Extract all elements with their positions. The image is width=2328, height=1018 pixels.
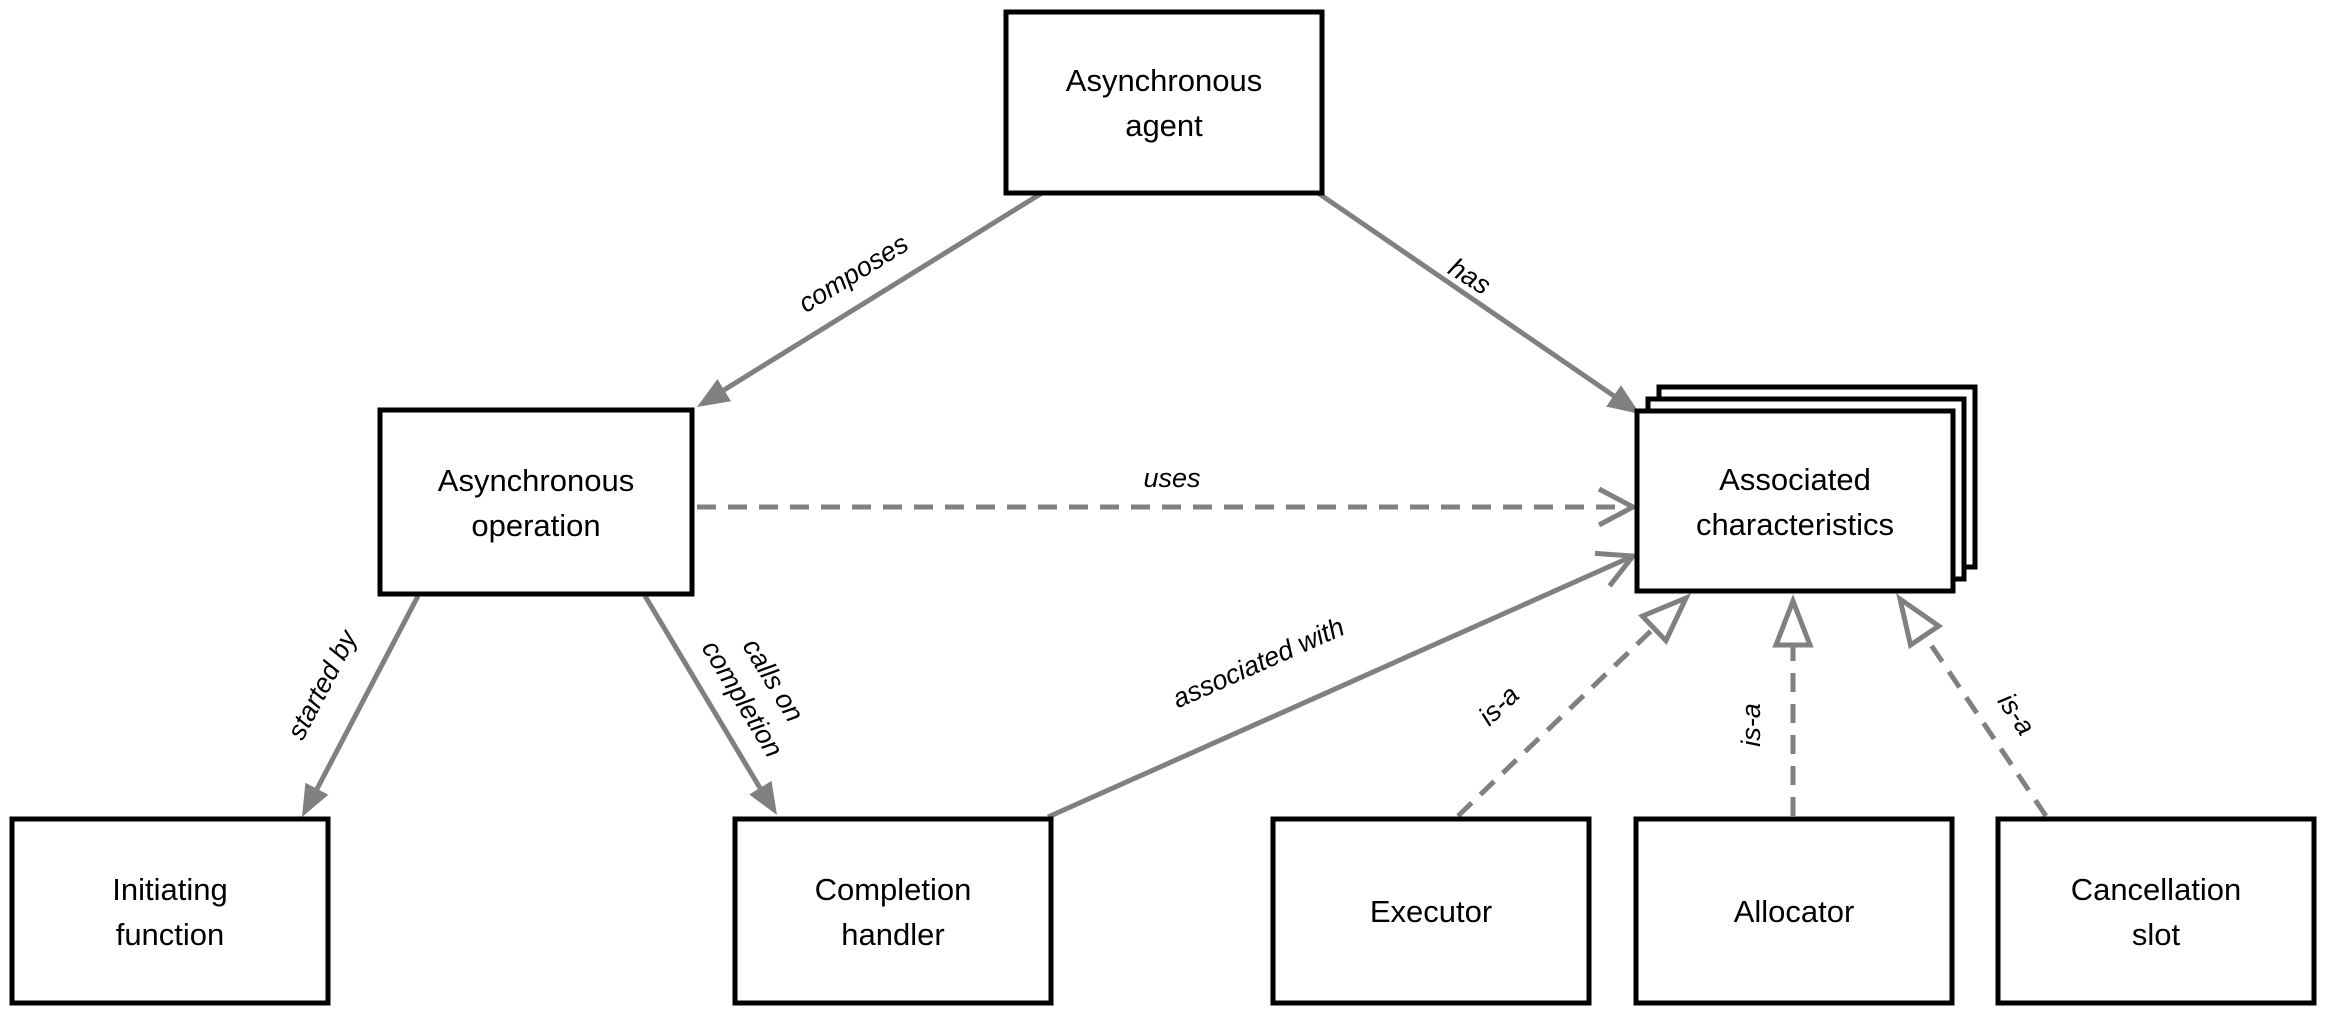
has-label: has: [1443, 252, 1496, 301]
edge-associated-with: associated with: [1046, 550, 1638, 820]
has-arrowhead-icon: [1606, 385, 1640, 414]
asynchronous-operation-label-line1: Asynchronous: [438, 463, 634, 498]
associated-with-line: [1046, 553, 1635, 820]
has-line: [1316, 190, 1616, 399]
allocator-box: [1633, 816, 1955, 1006]
uses-arrowhead-icon: [1597, 486, 1639, 528]
completion-handler-label-line2: handler: [841, 917, 944, 952]
is-a-allocator-arrowhead-icon: [1772, 594, 1814, 648]
edge-is-a-allocator: is-a: [1736, 594, 1814, 816]
associated-with-arrowhead-icon: [1594, 550, 1638, 588]
started-by-line: [314, 594, 421, 791]
calls-on-completion-label: calls on completion: [696, 633, 810, 762]
executor-box: [1270, 816, 1592, 1006]
initiating-function-box: [9, 816, 331, 1006]
edge-started-by: started by: [281, 594, 421, 817]
cancellation-slot-box: [1995, 816, 2317, 1006]
calls-on-completion-arrowhead-icon: [749, 780, 777, 815]
node-cancellation-slot: Cancellation slot: [1995, 816, 2317, 1006]
edge-is-a-cancellation: is-a: [1896, 593, 2049, 818]
associated-characteristics-label-line2: characteristics: [1696, 507, 1894, 542]
associated-characteristics-label-line1: Associated: [1719, 462, 1871, 497]
calls-on-completion-line: [642, 594, 763, 790]
asynchronous-agent-box: [1003, 9, 1325, 196]
edge-uses: uses: [697, 463, 1639, 528]
associated-with-label: associated with: [1168, 612, 1349, 714]
associated-characteristics-box: [1634, 408, 1956, 594]
cancellation-slot-label-line2: slot: [2132, 917, 2181, 952]
composes-arrowhead-icon: [697, 379, 731, 407]
asynchronous-operation-label-line2: operation: [471, 508, 600, 543]
node-asynchronous-agent: Asynchronous agent: [1003, 9, 1325, 196]
node-associated-characteristics: Associated characteristics: [1634, 384, 1978, 594]
initiating-function-label-line1: Initiating: [112, 872, 227, 907]
is-a-cancellation-arrowhead-icon: [1896, 593, 1944, 650]
edge-calls-on-completion: calls on completion: [642, 594, 810, 815]
uses-label: uses: [1143, 463, 1200, 493]
is-a-executor-label: is-a: [1473, 680, 1525, 732]
node-executor: Executor: [1270, 816, 1592, 1006]
is-a-executor-line: [1456, 626, 1656, 818]
composes-label: composes: [793, 228, 913, 318]
edge-is-a-executor: is-a: [1456, 593, 1692, 818]
cancellation-slot-label-line1: Cancellation: [2071, 872, 2242, 907]
initiating-function-label-line2: function: [116, 917, 225, 952]
composes-line: [722, 190, 1044, 393]
started-by-arrowhead-icon: [302, 782, 329, 817]
is-a-executor-arrowhead-icon: [1638, 593, 1692, 646]
asynchronous-agent-label-line1: Asynchronous: [1066, 63, 1262, 98]
is-a-cancellation-line: [1922, 634, 2049, 818]
asynchronous-operation-box: [377, 407, 695, 597]
node-allocator: Allocator: [1633, 816, 1955, 1006]
allocator-label-line1: Allocator: [1734, 894, 1855, 929]
completion-handler-box: [732, 816, 1054, 1006]
is-a-allocator-label: is-a: [1736, 703, 1766, 747]
is-a-cancellation-label: is-a: [1992, 688, 2041, 741]
node-completion-handler: Completion handler: [732, 816, 1054, 1006]
node-asynchronous-operation: Asynchronous operation: [377, 407, 695, 597]
asynchronous-agent-label-line2: agent: [1125, 108, 1203, 143]
edge-has: has: [1316, 190, 1640, 414]
edge-composes: composes: [697, 190, 1044, 407]
node-initiating-function: Initiating function: [9, 816, 331, 1006]
completion-handler-label-line1: Completion: [815, 872, 972, 907]
executor-label-line1: Executor: [1370, 894, 1492, 929]
